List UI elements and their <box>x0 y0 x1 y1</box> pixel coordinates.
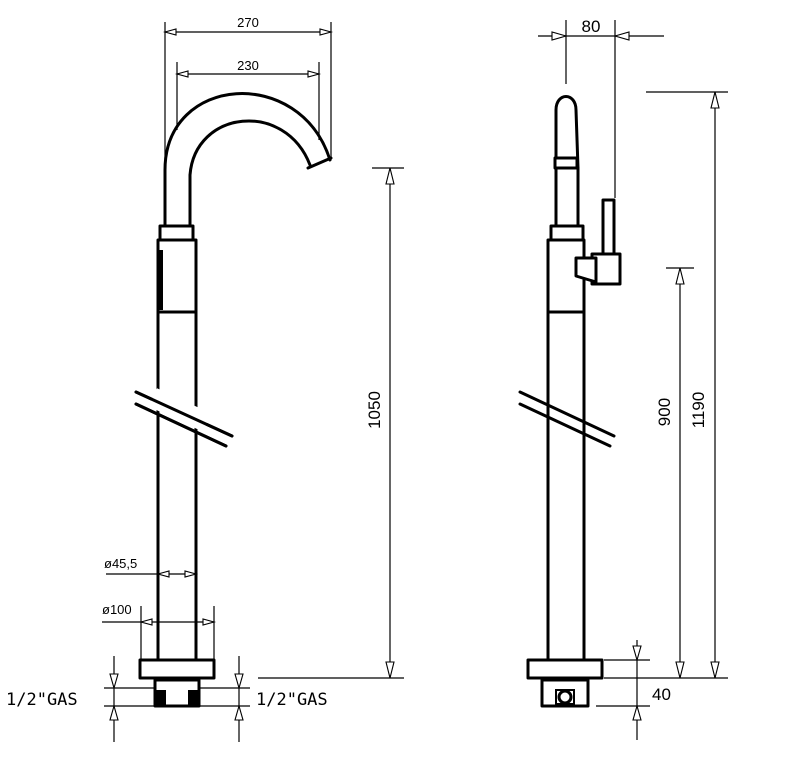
side-break-1 <box>518 390 616 438</box>
connector-nut-right <box>188 690 198 706</box>
break-line-1b <box>134 390 234 438</box>
dim-270-label: 270 <box>237 15 259 30</box>
dim-1190-label: 1190 <box>689 392 708 429</box>
lever-stem <box>601 198 616 260</box>
dim-dia100-label: ø100 <box>102 602 132 617</box>
dim-900-label: 900 <box>655 398 674 426</box>
column-body <box>156 238 198 662</box>
side-break-2 <box>518 402 612 448</box>
spout-outer-curve <box>163 92 332 232</box>
dim-dia455-label: ø45,5 <box>104 556 137 571</box>
dim-80-label: 80 <box>582 17 601 36</box>
side-dimensions: 80 1190 900 40 <box>538 17 728 740</box>
break-line-2b <box>134 402 228 448</box>
dim-230-label: 230 <box>237 58 259 73</box>
front-dimensions: 270 230 1050 ø45,5 ø100 1/2"GAS <box>6 15 404 742</box>
side-connector-nut <box>555 689 575 705</box>
spout-inner-curve <box>188 119 312 232</box>
side-base-plate <box>526 658 604 680</box>
column-shade <box>159 250 163 310</box>
spout-tip <box>306 156 333 170</box>
gas-left-label: 1/2"GAS <box>6 690 78 710</box>
connector-nut-left <box>156 690 166 706</box>
base-plate <box>138 658 216 680</box>
side-connector-port <box>557 689 573 705</box>
side-column <box>546 238 586 662</box>
dim-40-label: 40 <box>652 685 671 704</box>
gas-right-label: 1/2"GAS <box>256 690 328 710</box>
front-view <box>134 92 333 708</box>
dim-1050-label: 1050 <box>365 391 384 429</box>
spout-neck <box>554 166 580 232</box>
side-view <box>518 95 622 708</box>
lever-boss <box>574 256 598 284</box>
